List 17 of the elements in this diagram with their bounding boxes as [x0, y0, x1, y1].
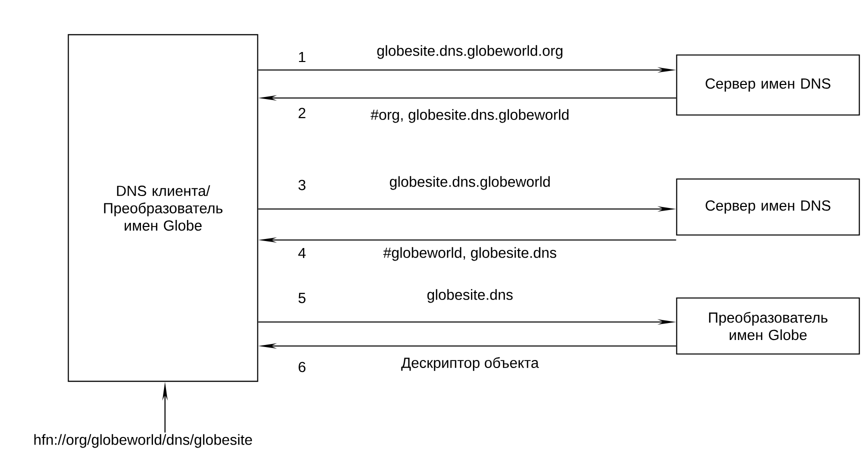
- step-number: 5: [298, 292, 306, 304]
- step-number: 1: [299, 52, 306, 62]
- step-number: 4: [298, 248, 306, 258]
- step-number: 6: [298, 362, 306, 372]
- step-number: 2: [298, 108, 306, 118]
- resolver-box: Преобразователь имен Globe: [676, 297, 860, 355]
- client-box: DNS клиента/ Преобразователь имен Globe: [68, 34, 258, 382]
- server-box: Сервер имен DNS: [676, 178, 860, 236]
- edge-label: #globeworld, globesite.dns: [383, 247, 556, 261]
- edge-label: globesite.dns.globeworld.org: [377, 45, 562, 59]
- edge-label: Дескриптор объекта: [401, 357, 539, 371]
- server-box: Сервер имен DNS: [676, 54, 860, 116]
- step-number: 3: [298, 180, 306, 190]
- edge-label: globesite.dns.globeworld: [390, 176, 550, 190]
- address-text: hfn://org/globeworld/dns/globesite: [34, 434, 252, 448]
- edge-label: globesite.dns: [427, 289, 513, 303]
- edge-label: #org, globesite.dns.globeworld: [370, 109, 568, 123]
